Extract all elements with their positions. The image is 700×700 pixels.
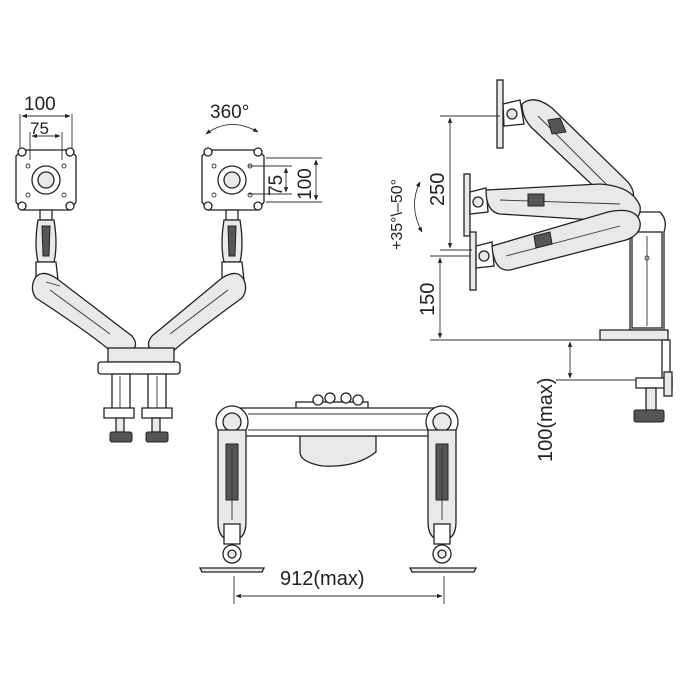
vesa-height-outer-label: 100 [295,168,316,200]
top-right-arm [408,429,478,573]
vesa-inner-label: 75 [30,119,49,138]
top-view: 912(max) [198,392,478,604]
rotation-label: 360° [210,102,249,123]
left-arm [31,209,137,357]
left-vesa-plate [15,147,77,211]
width-dimension [233,576,445,604]
tilt-arrow [414,181,423,233]
rotation-arrow [205,124,259,135]
width-max-label: 912(max) [280,568,364,590]
front-view: 100 75 360° 75 100 [15,94,322,443]
top-left-arm [198,429,266,573]
side-view: 250 +35°\–50° 150 100(max) [389,79,673,462]
arm-position-lower [469,209,641,291]
right-arm [147,209,247,357]
right-vesa-dimension-lines [248,157,322,203]
right-vesa-plate [201,147,265,211]
tilt-range-label: +35°\–50° [389,179,406,250]
vesa-dimension-lines [19,113,73,160]
clamp-range-label: 100(max) [535,378,557,462]
height-range-label: 250 [427,173,449,206]
center-base [97,347,181,443]
height-range-dimension [440,115,500,251]
top-crossbar [215,405,459,439]
base-height-dimension [430,255,600,341]
clamp-range-dimension [556,341,636,381]
arm-position-upper [496,79,635,207]
base-height-label: 150 [417,283,439,316]
arm-position-middle [463,173,641,237]
vesa-height-inner-label: 75 [266,175,287,196]
vesa-outer-label: 100 [24,94,56,115]
side-pole [599,211,673,423]
